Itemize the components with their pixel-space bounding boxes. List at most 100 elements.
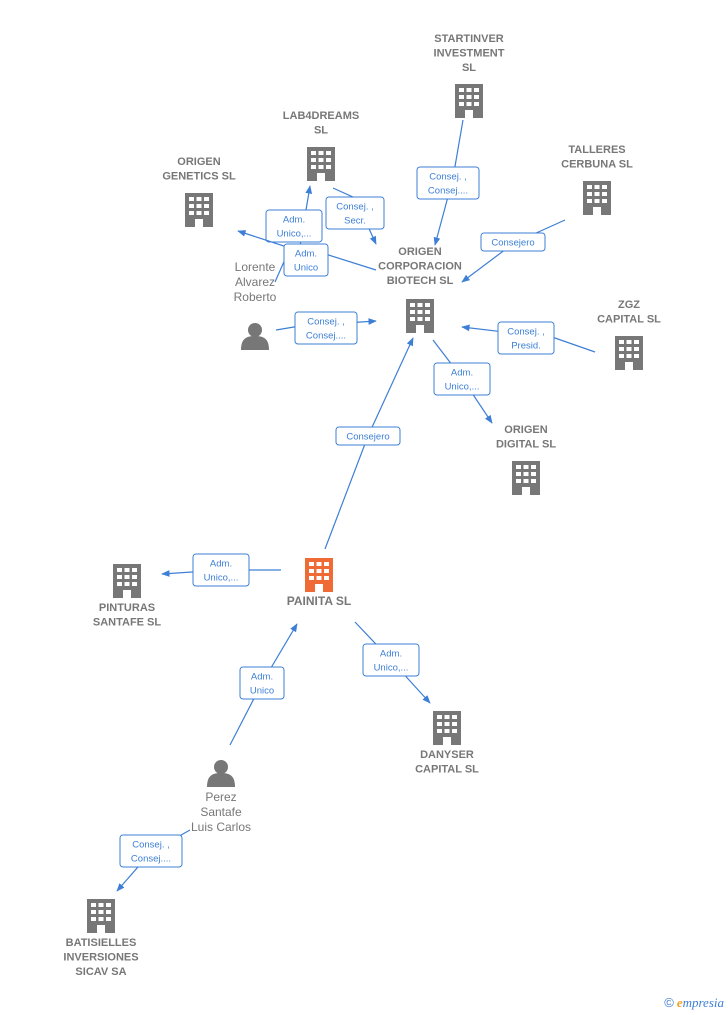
edge-label-line: Consej. , <box>132 840 170 851</box>
edge-e-painita-corp: Consejero <box>324 337 414 550</box>
node-pinturas[interactable]: PINTURAS SANTAFE SL <box>93 564 162 629</box>
edge-label-line: Adm. <box>295 249 317 260</box>
edge-label-line: Consejero <box>346 432 389 443</box>
edges-layer: Consej. ,Consej....Consej. ,Secr.Adm.Uni… <box>116 119 596 892</box>
edge-label-line: Unico,... <box>374 663 409 674</box>
node-label-line[interactable]: BIOTECH SL <box>387 275 454 287</box>
node-label-line[interactable]: TALLERES <box>568 144 625 156</box>
edge-label-box[interactable] <box>480 232 546 252</box>
building-icon[interactable] <box>615 336 643 370</box>
node-label-line[interactable]: ZGZ <box>618 299 640 311</box>
building-icon[interactable] <box>87 899 115 933</box>
edge-e-zgz: Consej. ,Presid. <box>461 321 596 355</box>
brand-initial: e <box>676 995 683 1010</box>
edge-label-line: Consej. , <box>429 172 467 183</box>
node-label-line[interactable]: CAPITAL SL <box>597 314 661 326</box>
building-icon[interactable] <box>185 193 213 227</box>
edge-label-line: Consej. , <box>336 202 374 213</box>
edge-label-line: Consej.... <box>306 331 346 342</box>
node-label-line[interactable]: ORIGEN <box>177 156 220 168</box>
edge-label-line: Consej.... <box>131 854 171 865</box>
node-label-line[interactable]: GENETICS SL <box>162 171 236 183</box>
edge-label-box[interactable] <box>497 321 555 355</box>
node-label-line[interactable]: Roberto <box>234 290 277 304</box>
node-label-line[interactable]: STARTINVER <box>434 33 504 45</box>
edge-label-line: Secr. <box>344 216 366 227</box>
edge-e-digital: Adm.Unico,... <box>432 339 493 424</box>
edge-label-line: Consej. , <box>507 327 545 338</box>
building-icon[interactable] <box>305 558 333 592</box>
node-startinver[interactable]: STARTINVER INVESTMENT SL <box>434 33 505 118</box>
node-origen-genetics[interactable]: ORIGEN GENETICS SL <box>162 156 236 227</box>
edge-label-box[interactable] <box>325 196 385 230</box>
nodes-layer: STARTINVER INVESTMENT SL LAB4DREAMS SL ORIGEN… <box>63 33 661 978</box>
node-talleres[interactable]: TALLERES CERBUNA SL <box>561 144 633 215</box>
edge-e-talleres: Consejero <box>461 219 566 283</box>
node-label-line[interactable]: ORIGEN <box>398 246 441 258</box>
building-icon[interactable] <box>307 147 335 181</box>
building-icon[interactable] <box>455 84 483 118</box>
node-label-line[interactable]: PINTURAS <box>99 602 155 614</box>
edge-label-box[interactable] <box>294 311 358 345</box>
node-origen-corp[interactable]: ORIGEN CORPORACION BIOTECH SL <box>378 246 462 333</box>
building-icon[interactable] <box>406 299 434 333</box>
edge-label-box[interactable] <box>416 166 480 200</box>
node-label-line[interactable]: DIGITAL SL <box>496 439 556 451</box>
node-label-line[interactable]: BATISIELLES <box>66 937 137 949</box>
node-origen-digital[interactable]: ORIGEN DIGITAL SL <box>496 424 556 495</box>
node-label-line[interactable]: CORPORACION <box>378 261 462 273</box>
node-label-line[interactable]: Lorente <box>235 260 276 274</box>
edge-label-box[interactable] <box>362 643 420 677</box>
edge-label-box[interactable] <box>433 362 491 396</box>
building-icon[interactable] <box>583 181 611 215</box>
edge-e-genetics: Adm. Unico <box>237 230 329 283</box>
node-label-line[interactable]: ORIGEN <box>504 424 547 436</box>
node-label-line[interactable]: SL <box>462 62 476 74</box>
person-icon[interactable] <box>241 323 269 350</box>
node-label-line[interactable]: LAB4DREAMS <box>283 110 359 122</box>
brand-name: mpresia <box>682 995 724 1010</box>
edge-label-line: Unico <box>294 263 318 274</box>
node-label-line[interactable]: INVESTMENT <box>434 48 505 60</box>
node-label-line[interactable]: SICAV SA <box>75 966 126 978</box>
edge-e-lab4-sec: Consej. , Secr. <box>325 187 385 245</box>
edge-label-line: Adm. <box>210 559 232 570</box>
edge-label-box[interactable] <box>335 426 401 446</box>
building-icon[interactable] <box>433 711 461 745</box>
node-lab4dreams[interactable]: LAB4DREAMS SL <box>283 110 359 181</box>
node-label-line[interactable]: Alvarez <box>235 275 275 289</box>
edge-label-line: Unico <box>250 686 274 697</box>
edge-label-box[interactable] <box>265 209 323 243</box>
empresia-logo: ©empresia <box>664 995 724 1011</box>
node-label-line[interactable]: Perez <box>205 790 236 804</box>
node-zgz[interactable]: ZGZ CAPITAL SL <box>597 299 661 370</box>
edge-e-perez: Adm. Unico <box>229 623 298 746</box>
edge-label-box[interactable] <box>119 834 183 868</box>
node-batisielles[interactable]: BATISIELLES INVERSIONES SICAV SA <box>63 899 139 978</box>
node-label-line[interactable]: SANTAFE SL <box>93 617 162 629</box>
edge-label-box[interactable] <box>283 243 329 277</box>
edge-line <box>461 324 596 353</box>
building-icon[interactable] <box>113 564 141 598</box>
node-danyser[interactable]: DANYSER CAPITAL SL <box>415 711 479 776</box>
node-label-line[interactable]: DANYSER <box>420 749 474 761</box>
node-label-line[interactable]: CERBUNA SL <box>561 159 633 171</box>
node-label-line[interactable]: SL <box>314 125 328 137</box>
node-label-line[interactable]: CAPITAL SL <box>415 764 479 776</box>
node-label-line[interactable]: Santafe <box>200 805 242 819</box>
edge-label-line: Consejero <box>491 238 534 249</box>
edge-label-line: Unico,... <box>445 382 480 393</box>
edge-e-batisielles: Consej. , Consej.... <box>116 829 191 892</box>
node-painita[interactable]: PAINITA SL <box>287 558 351 608</box>
edge-label-line: Adm. <box>251 672 273 683</box>
building-icon[interactable] <box>512 461 540 495</box>
node-label-line[interactable]: PAINITA SL <box>287 594 351 608</box>
edge-label-box[interactable] <box>239 666 285 700</box>
node-label-line[interactable]: INVERSIONES <box>63 952 138 964</box>
edge-label-box[interactable] <box>192 553 250 587</box>
person-icon[interactable] <box>207 760 235 787</box>
node-label-line[interactable]: Luis Carlos <box>191 820 251 834</box>
